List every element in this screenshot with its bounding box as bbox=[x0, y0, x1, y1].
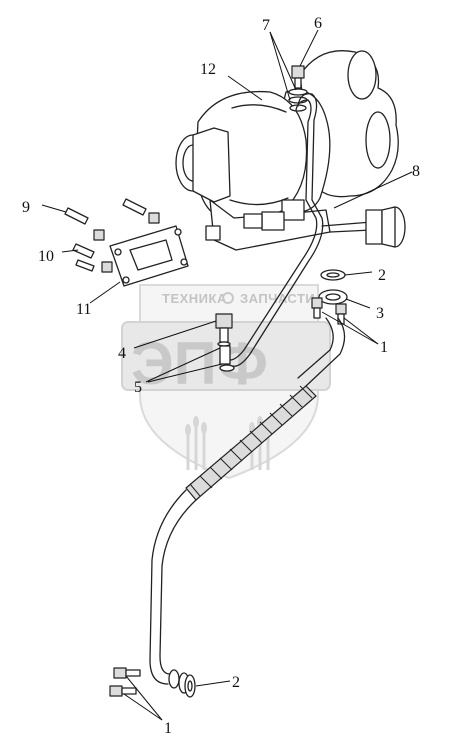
turbocharger bbox=[175, 50, 406, 251]
callout-2-bottom: 2 bbox=[232, 674, 240, 691]
leader-lines bbox=[41, 29, 413, 721]
oil-supply-line bbox=[229, 93, 324, 367]
callout-4: 4 bbox=[118, 345, 126, 362]
callout-8: 8 bbox=[412, 163, 420, 180]
watermark-text-left: ТЕХНИКА bbox=[162, 291, 227, 306]
drain-bolts-bottom bbox=[109, 667, 141, 697]
gasket bbox=[109, 225, 189, 287]
callout-7: 7 bbox=[262, 17, 270, 34]
watermark: ТЕХНИКА ЗАПЧАСТИ ЭПФ bbox=[121, 284, 331, 480]
callout-labels: 7 6 12 8 9 10 11 2 3 1 4 5 2 1 bbox=[22, 15, 420, 737]
callout-9: 9 bbox=[22, 199, 30, 216]
callout-3: 3 bbox=[376, 305, 384, 322]
callout-1-bottom: 1 bbox=[164, 720, 172, 737]
drain-gasket-top bbox=[320, 269, 346, 281]
fitting-assembly bbox=[215, 313, 235, 372]
gear-icon bbox=[222, 292, 234, 304]
callout-5: 5 bbox=[134, 379, 142, 396]
callout-11: 11 bbox=[76, 301, 91, 318]
callout-1-top: 1 bbox=[380, 339, 388, 356]
oil-drain-pipe bbox=[149, 317, 346, 694]
callout-12: 12 bbox=[200, 61, 216, 78]
callout-2-top: 2 bbox=[378, 267, 386, 284]
drain-gasket-bottom bbox=[184, 674, 196, 698]
watermark-logo: ЭПФ bbox=[131, 330, 268, 397]
callout-10: 10 bbox=[38, 248, 54, 265]
callout-6: 6 bbox=[314, 15, 322, 32]
